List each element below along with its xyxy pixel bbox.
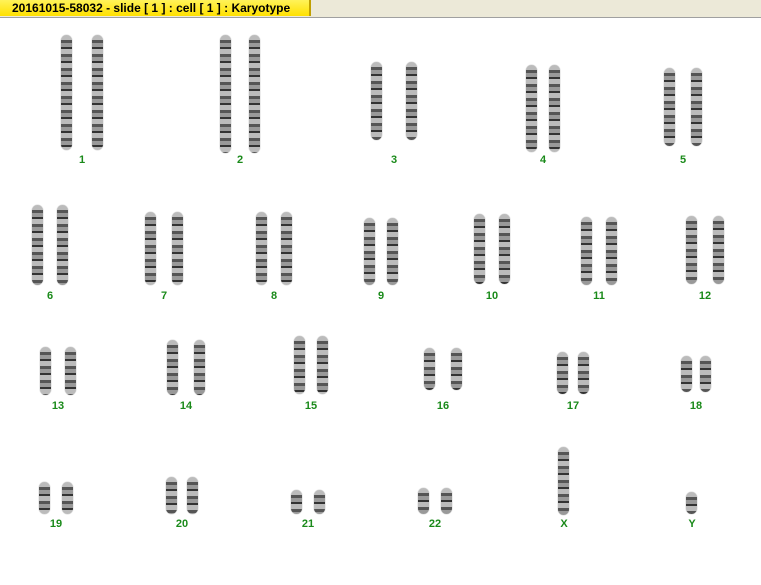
chromosome-label-13: 13	[51, 400, 65, 412]
chromosome-9-1[interactable]	[364, 218, 375, 285]
chromosome-13-1[interactable]	[40, 347, 51, 395]
chromosome-label-Y: Y	[688, 518, 696, 530]
chromosome-1-2[interactable]	[92, 35, 103, 150]
chromosome-16-1[interactable]	[424, 348, 435, 390]
chromosome-13-2[interactable]	[65, 347, 76, 395]
chromosome-label-14: 14	[179, 400, 193, 412]
chromosome-label-15: 15	[304, 400, 318, 412]
chromosome-label-11: 11	[593, 290, 605, 302]
chromosome-label-2: 2	[236, 154, 244, 166]
window-title-tab[interactable]: 20161015-58032 - slide [ 1 ] : cell [ 1 …	[0, 0, 311, 16]
chromosome-17-1[interactable]	[557, 352, 568, 394]
chromosome-label-9: 9	[377, 290, 385, 302]
chromosome-15-2[interactable]	[317, 336, 328, 394]
chromosome-6-2[interactable]	[57, 205, 68, 285]
chromosome-label-19: 19	[49, 518, 63, 530]
chromosome-8-1[interactable]	[256, 212, 267, 285]
chromosome-7-2[interactable]	[172, 212, 183, 285]
chromosome-21-1[interactable]	[291, 490, 302, 514]
chromosome-label-10: 10	[485, 290, 499, 302]
chromosome-5-1[interactable]	[664, 68, 675, 146]
chromosome-11-2[interactable]	[606, 217, 617, 285]
chromosome-1-1[interactable]	[61, 35, 72, 150]
chromosome-X-1[interactable]	[558, 447, 569, 515]
chromosome-19-1[interactable]	[39, 482, 50, 514]
chromosome-22-2[interactable]	[441, 488, 452, 514]
chromosome-14-1[interactable]	[167, 340, 178, 395]
chromosome-Y-1[interactable]	[686, 492, 697, 514]
chromosome-4-1[interactable]	[526, 65, 537, 152]
chromosome-label-12: 12	[698, 290, 712, 302]
chromosome-label-7: 7	[160, 290, 168, 302]
chromosome-label-1: 1	[78, 154, 86, 166]
chromosome-3-2[interactable]	[406, 62, 417, 140]
chromosome-6-1[interactable]	[32, 205, 43, 285]
chromosome-label-16: 16	[436, 400, 450, 412]
chromosome-2-1[interactable]	[220, 35, 231, 153]
title-bar: 20161015-58032 - slide [ 1 ] : cell [ 1 …	[0, 0, 761, 18]
chromosome-18-1[interactable]	[681, 356, 692, 392]
chromosome-label-20: 20	[175, 518, 189, 530]
chromosome-10-2[interactable]	[499, 214, 510, 284]
chromosome-3-1[interactable]	[371, 62, 382, 140]
chromosome-label-5: 5	[679, 154, 687, 166]
chromosome-16-2[interactable]	[451, 348, 462, 390]
chromosome-11-1[interactable]	[581, 217, 592, 285]
chromosome-19-2[interactable]	[62, 482, 73, 514]
chromosome-21-2[interactable]	[314, 490, 325, 514]
chromosome-10-1[interactable]	[474, 214, 485, 284]
chromosome-label-8: 8	[270, 290, 278, 302]
chromosome-5-2[interactable]	[691, 68, 702, 146]
chromosome-20-1[interactable]	[166, 477, 177, 514]
chromosome-8-2[interactable]	[281, 212, 292, 285]
chromosome-17-2[interactable]	[578, 352, 589, 394]
chromosome-label-4: 4	[539, 154, 547, 166]
chromosome-label-3: 3	[390, 154, 398, 166]
chromosome-label-18: 18	[689, 400, 703, 412]
chromosome-12-1[interactable]	[686, 216, 697, 284]
chromosome-9-2[interactable]	[387, 218, 398, 285]
chromosome-label-X: X	[560, 518, 568, 530]
chromosome-2-2[interactable]	[249, 35, 260, 153]
chromosome-15-1[interactable]	[294, 336, 305, 394]
chromosome-14-2[interactable]	[194, 340, 205, 395]
chromosome-label-6: 6	[46, 290, 54, 302]
chromosome-label-17: 17	[566, 400, 580, 412]
chromosome-7-1[interactable]	[145, 212, 156, 285]
chromosome-20-2[interactable]	[187, 477, 198, 514]
chromosome-4-2[interactable]	[549, 65, 560, 152]
chromosome-12-2[interactable]	[713, 216, 724, 284]
chromosome-18-2[interactable]	[700, 356, 711, 392]
chromosome-22-1[interactable]	[418, 488, 429, 514]
chromosome-label-22: 22	[428, 518, 442, 530]
chromosome-label-21: 21	[301, 518, 315, 530]
